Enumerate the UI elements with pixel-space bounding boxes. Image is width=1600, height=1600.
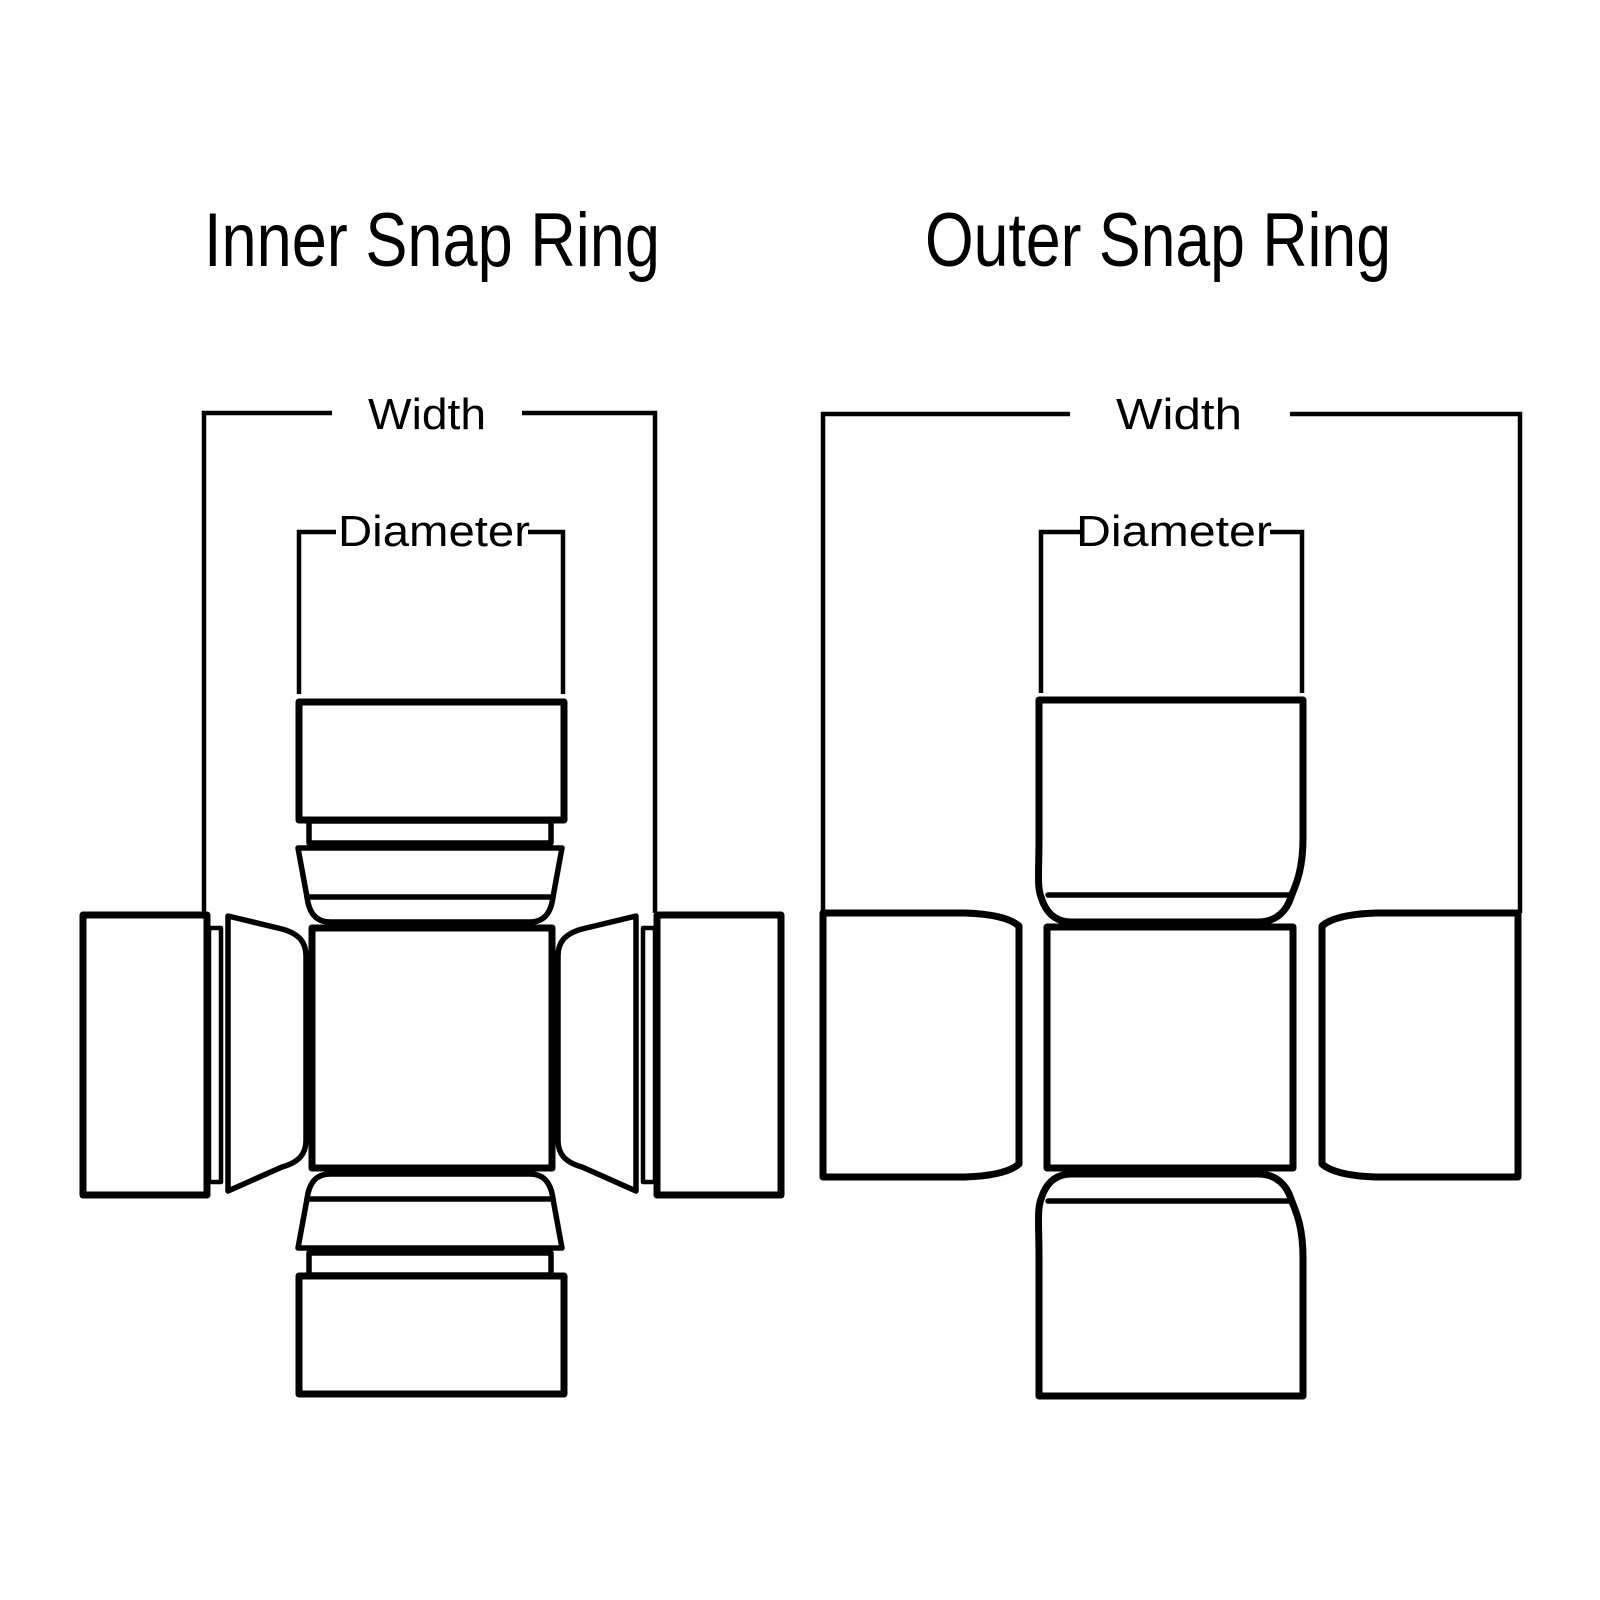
bearing-cup (1035, 1170, 1307, 1400)
outer-diameter-label: Diameter (1076, 507, 1272, 556)
seal-retainer (295, 1196, 565, 1251)
snap-ring (306, 1250, 554, 1278)
snap-ring (206, 925, 224, 1185)
bearing-cup (653, 911, 785, 1199)
right-bearing-assembly (555, 911, 785, 1199)
inner-diameter-bracket: Diameter (296, 507, 566, 694)
bearing-cup (819, 909, 1023, 1181)
inner-width-label: Width (368, 390, 486, 439)
seal-retainer (555, 913, 639, 1194)
center-block (1043, 923, 1297, 1172)
right-bearing-assembly (1318, 909, 1522, 1181)
width-bracket-left-line (820, 411, 1070, 913)
bearing-cup (1318, 909, 1522, 1181)
outer-snap-ring-diagram: Outer Snap Ring Width Diameter (819, 198, 1523, 1400)
outer-diagram-title: Outer Snap Ring (925, 198, 1391, 283)
seal-retainer (225, 913, 309, 1194)
bearing-cup (295, 698, 568, 824)
seal-retainer (295, 845, 565, 900)
outer-diameter-bracket: Diameter (1038, 507, 1305, 693)
diameter-bracket-left-line (1038, 529, 1080, 693)
snap-ring (640, 925, 658, 1185)
bearing-cup (1035, 696, 1307, 926)
diameter-bracket-right-line (1270, 529, 1305, 693)
top-bearing-assembly (295, 698, 568, 925)
width-bracket-left-line (201, 410, 332, 913)
inner-diameter-label: Diameter (338, 507, 530, 556)
inner-snap-ring-diagram: Inner Snap Ring Width Diameter (79, 198, 785, 1398)
left-bearing-assembly (819, 909, 1023, 1181)
outer-width-bracket: Width (820, 390, 1523, 913)
outer-width-label: Width (1116, 390, 1242, 439)
center-block (308, 924, 556, 1172)
left-bearing-assembly (79, 911, 309, 1199)
bottom-bearing-assembly (295, 1171, 568, 1398)
diameter-bracket-left-line (296, 529, 336, 694)
diameter-bracket-right-line (528, 529, 566, 694)
top-bearing-assembly (1035, 696, 1307, 926)
bottom-bearing-assembly (1035, 1170, 1307, 1400)
width-bracket-right-line (1290, 411, 1523, 913)
inner-width-bracket: Width (201, 390, 658, 913)
inner-ujoint-cross (79, 698, 785, 1398)
bearing-cup (295, 1272, 568, 1398)
seal-lip (304, 1171, 556, 1202)
inner-diagram-title: Inner Snap Ring (204, 198, 660, 283)
snap-ring (306, 818, 554, 846)
seal-lip (304, 894, 556, 925)
bearing-cup (79, 911, 211, 1199)
outer-ujoint-cross (819, 696, 1522, 1400)
width-bracket-right-line (522, 410, 658, 913)
